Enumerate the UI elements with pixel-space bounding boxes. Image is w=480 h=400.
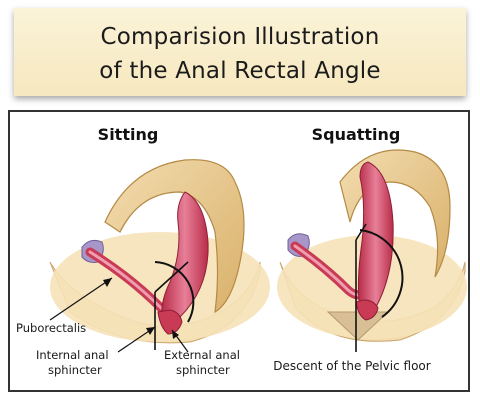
puborectalis-arrowhead	[103, 278, 112, 287]
external-sphincter-label-line1: External anal	[164, 348, 240, 362]
internal-sphincter-label-line1: Internal anal	[36, 348, 109, 362]
comparison-illustration: Sitting Puborectalis Internal anal sphin…	[16, 125, 467, 377]
title-line-1: Comparision Illustration	[100, 24, 380, 50]
sitting-figure	[49, 159, 270, 350]
squatting-heading: Squatting	[312, 125, 401, 144]
external-sphincter-label-line2: sphincter	[176, 363, 230, 377]
title-line-2: of the Anal Rectal Angle	[99, 58, 381, 84]
external-sphincter-arrowhead	[172, 330, 179, 339]
puborectalis-label: Puborectalis	[16, 321, 86, 335]
squatting-figure	[277, 149, 467, 352]
title-card: Comparision Illustration of the Anal Rec…	[14, 8, 466, 96]
internal-sphincter-arrowhead	[146, 327, 155, 335]
illustration-panel: Sitting Puborectalis Internal anal sphin…	[8, 110, 470, 392]
internal-sphincter-label-line2: sphincter	[48, 363, 102, 377]
puborectalis-callout	[49, 277, 113, 321]
pelvic-floor-descent-label: Descent of the Pelvic floor	[273, 359, 430, 373]
sitting-heading: Sitting	[98, 125, 159, 144]
